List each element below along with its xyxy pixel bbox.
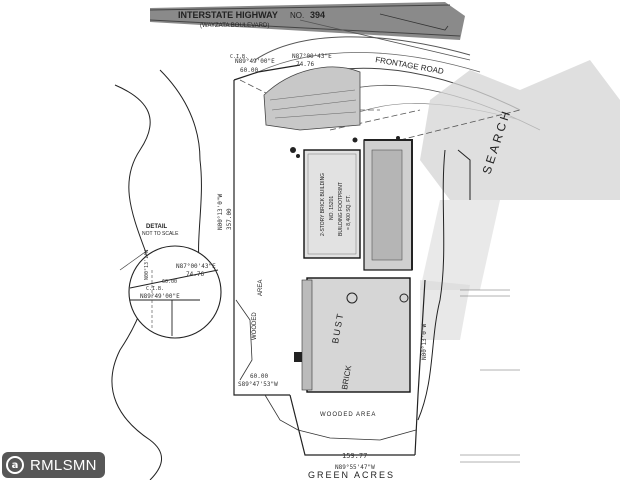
cib-label: C.I.B.	[230, 54, 248, 60]
highway-name: INTERSTATE HIGHWAY	[178, 10, 278, 20]
bldg-top-sub2: BUILDING FOOTPRINT	[338, 182, 344, 236]
detail-title: DETAIL	[146, 224, 168, 230]
bearing-top-west: N89°49'00"E	[235, 58, 275, 65]
wooded-left-label: WOODED	[252, 312, 258, 340]
search-label: SEARCH	[480, 107, 514, 176]
bearing-bottom-total: 159.77	[342, 452, 367, 460]
wooded-area-line	[235, 299, 417, 441]
area-left-label: AREA	[258, 280, 264, 296]
highway-number: 394	[310, 10, 325, 20]
detail-bearing-bottom: N89°49'00"E	[140, 293, 180, 300]
bearing-top-dist: 74.76	[296, 61, 314, 68]
building-bottom	[301, 277, 411, 393]
bldg-top-sub3: = 8,400 SQ. FT.	[346, 195, 352, 230]
highway-band	[149, 2, 471, 61]
parking-area	[263, 66, 361, 131]
detail-callout	[119, 245, 222, 339]
parcel-boundary	[233, 64, 426, 456]
bearing-bottom-left: S89°47'53"W	[238, 381, 278, 388]
highway-abbr: NO.	[290, 11, 304, 20]
bearing-bottom-line: N89°55'47"W	[335, 464, 375, 471]
building-right-wing	[363, 139, 413, 271]
bearing-bottom-left-dist: 60.00	[250, 373, 268, 380]
a-icon: a	[6, 456, 24, 474]
bearing-left-line: N00°13'0"W	[217, 193, 224, 230]
detail-label-bottom: C.I.B.	[146, 286, 164, 292]
bearing-right-line: N00°13'0"W	[421, 323, 428, 360]
bldg-bottom-mid-label: BUST	[330, 311, 345, 344]
bearing-left-total: 357.00	[226, 208, 233, 230]
detail-scale: NOT TO SCALE	[142, 231, 179, 237]
highway-sub: (WAYZATA BOULEVARD)	[200, 23, 269, 29]
detail-dist-top: 74.76	[186, 271, 204, 278]
building-top	[303, 149, 361, 259]
frontage-road-label: FRONTAGE ROAD	[375, 55, 445, 76]
detail-bearing-top: N87°00'43"E	[176, 263, 216, 270]
detail-left-side: N00°13'1"W	[144, 249, 150, 280]
watermark-badge: a RMLSMN	[2, 452, 105, 478]
bldg-bottom-west-label: BRICK	[340, 364, 353, 390]
green-acres-label: GREEN ACRES	[308, 470, 395, 480]
bearing-left-dist: 60.00	[240, 67, 258, 74]
watermark-text: RMLSMN	[30, 456, 97, 474]
bldg-top-label: 2-STORY BRICK BUILDING	[320, 173, 326, 236]
detail-dist-bottom: 60.00	[162, 279, 177, 285]
bldg-top-sub: NO. 15201	[329, 196, 335, 220]
wooded-area-label: WOODED AREA	[320, 412, 376, 418]
bearing-top-mid: N87°00'43"E	[292, 53, 332, 60]
